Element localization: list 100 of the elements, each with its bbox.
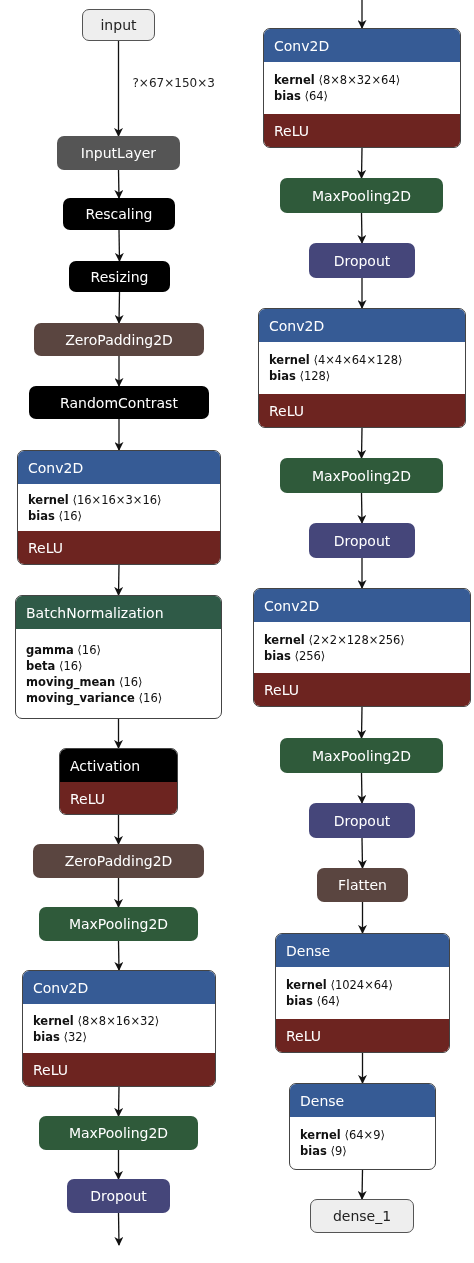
weight-shape-text: bias ⟨9⟩ xyxy=(300,1143,348,1159)
layer-name: MaxPooling2D xyxy=(68,916,169,932)
weight-shape-text: kernel ⟨2×2×128×256⟩ xyxy=(264,631,406,648)
arrow xyxy=(357,492,367,524)
activation-bar: ReLU xyxy=(60,782,177,814)
layer-name: Flatten xyxy=(338,877,387,893)
layer-name: input xyxy=(100,17,137,33)
layer-header: Activation xyxy=(60,749,177,782)
layer-header: Conv2D xyxy=(259,309,465,342)
weight-shape-text: gamma ⟨16⟩ xyxy=(26,641,102,658)
arrow xyxy=(114,291,124,324)
layer-name: InputLayer xyxy=(80,145,157,161)
layer-box xyxy=(309,243,415,278)
layer-box xyxy=(39,1116,198,1150)
layer-header: Conv2D xyxy=(264,29,460,62)
layer-box xyxy=(29,386,209,419)
layer-box xyxy=(67,1179,170,1213)
layer-card xyxy=(15,595,222,719)
layer-name: Resizing xyxy=(90,268,149,285)
arrow xyxy=(114,1212,124,1246)
layer-card xyxy=(22,970,216,1087)
arrow xyxy=(357,147,367,179)
arrow xyxy=(357,557,367,589)
layer-name: Dropout xyxy=(333,532,391,549)
layer-box xyxy=(39,907,198,941)
layer-card xyxy=(263,28,461,148)
layer-card xyxy=(258,308,466,428)
activation-bar: ReLU xyxy=(23,1053,215,1086)
arrow xyxy=(357,706,367,739)
arrow xyxy=(357,277,367,309)
layer-header: Conv2D xyxy=(254,589,470,622)
layer-box xyxy=(69,261,170,292)
layer-name: Rescaling xyxy=(85,206,153,222)
layer-box xyxy=(63,198,175,230)
layer-box xyxy=(34,323,204,356)
layer-header: Conv2D xyxy=(18,451,220,484)
layer-name: MaxPooling2D xyxy=(311,747,412,764)
weight-shape-text: bias ⟨64⟩ xyxy=(274,88,330,104)
arrow xyxy=(357,0,367,29)
weight-shape-text: bias ⟨16⟩ xyxy=(28,507,84,524)
weight-shape-text: kernel ⟨4×4×64×128⟩ xyxy=(269,352,404,368)
arrow xyxy=(114,169,124,199)
activation-bar: ReLU xyxy=(254,673,470,706)
tensor-shape-label: ?×67×150×3 xyxy=(130,75,217,90)
arrow xyxy=(114,229,124,262)
weight-shape-text: beta ⟨16⟩ xyxy=(26,657,84,674)
weight-shape-text: kernel ⟨8×8×16×32⟩ xyxy=(33,1012,161,1029)
weight-shape-text: bias ⟨64⟩ xyxy=(286,993,342,1009)
layer-card xyxy=(17,450,221,565)
activation-bar: ReLU xyxy=(18,531,220,564)
layer-name: MaxPooling2D xyxy=(311,467,412,484)
layer-header: Dense xyxy=(276,934,449,967)
weight-shape-text: bias ⟨32⟩ xyxy=(33,1028,89,1045)
arrow xyxy=(114,355,124,387)
layer-name: ZeroPadding2D xyxy=(64,853,173,869)
layer-name: Dropout xyxy=(90,1188,147,1204)
weight-shape-text: moving_variance ⟨16⟩ xyxy=(26,690,164,706)
arrow xyxy=(357,212,367,244)
activation-bar: ReLU xyxy=(276,1019,449,1052)
weight-shape-text: kernel ⟨64×9⟩ xyxy=(300,1127,386,1143)
weight-shape-text: kernel ⟨16×16×3×16⟩ xyxy=(28,491,163,508)
layer-card xyxy=(59,748,178,815)
weight-shape-text: bias ⟨256⟩ xyxy=(264,647,327,664)
layer-card xyxy=(253,588,471,707)
arrow xyxy=(114,877,123,908)
io-box xyxy=(82,9,155,41)
layer-box xyxy=(57,136,180,170)
layer-header: Dense xyxy=(290,1084,435,1117)
layer-name: MaxPooling2D xyxy=(68,1125,169,1141)
arrow xyxy=(357,1169,367,1200)
arrow xyxy=(114,1086,124,1117)
layer-header: BatchNormalization xyxy=(16,596,221,629)
layer-header: Conv2D xyxy=(23,971,215,1004)
arrow xyxy=(114,1149,123,1180)
activation-bar: ReLU xyxy=(259,394,465,427)
layer-card xyxy=(289,1083,436,1170)
weight-shape-text: kernel ⟨1024×64⟩ xyxy=(286,977,394,993)
layer-card xyxy=(275,933,450,1053)
activation-bar: ReLU xyxy=(264,114,460,147)
arrow xyxy=(114,418,124,451)
layer-name: RandomContrast xyxy=(60,394,178,411)
arrow xyxy=(357,772,367,804)
layer-name: MaxPooling2D xyxy=(311,187,412,204)
arrow xyxy=(114,940,124,971)
arrow xyxy=(114,564,124,596)
arrow xyxy=(358,901,367,934)
arrow xyxy=(114,718,123,749)
weight-shape-text: moving_mean ⟨16⟩ xyxy=(26,673,144,690)
arrow xyxy=(358,1052,367,1084)
layer-name: Dropout xyxy=(333,252,391,269)
layer-name: Dropout xyxy=(333,812,391,829)
layer-box xyxy=(309,803,415,838)
layer-name: dense_1 xyxy=(332,1208,392,1224)
io-box xyxy=(310,1199,414,1233)
layer-box xyxy=(280,458,443,493)
arrow xyxy=(114,814,123,845)
layer-box xyxy=(309,523,415,558)
arrow xyxy=(357,837,367,869)
weight-shape-text: bias ⟨128⟩ xyxy=(269,368,332,384)
layer-box xyxy=(317,868,408,902)
